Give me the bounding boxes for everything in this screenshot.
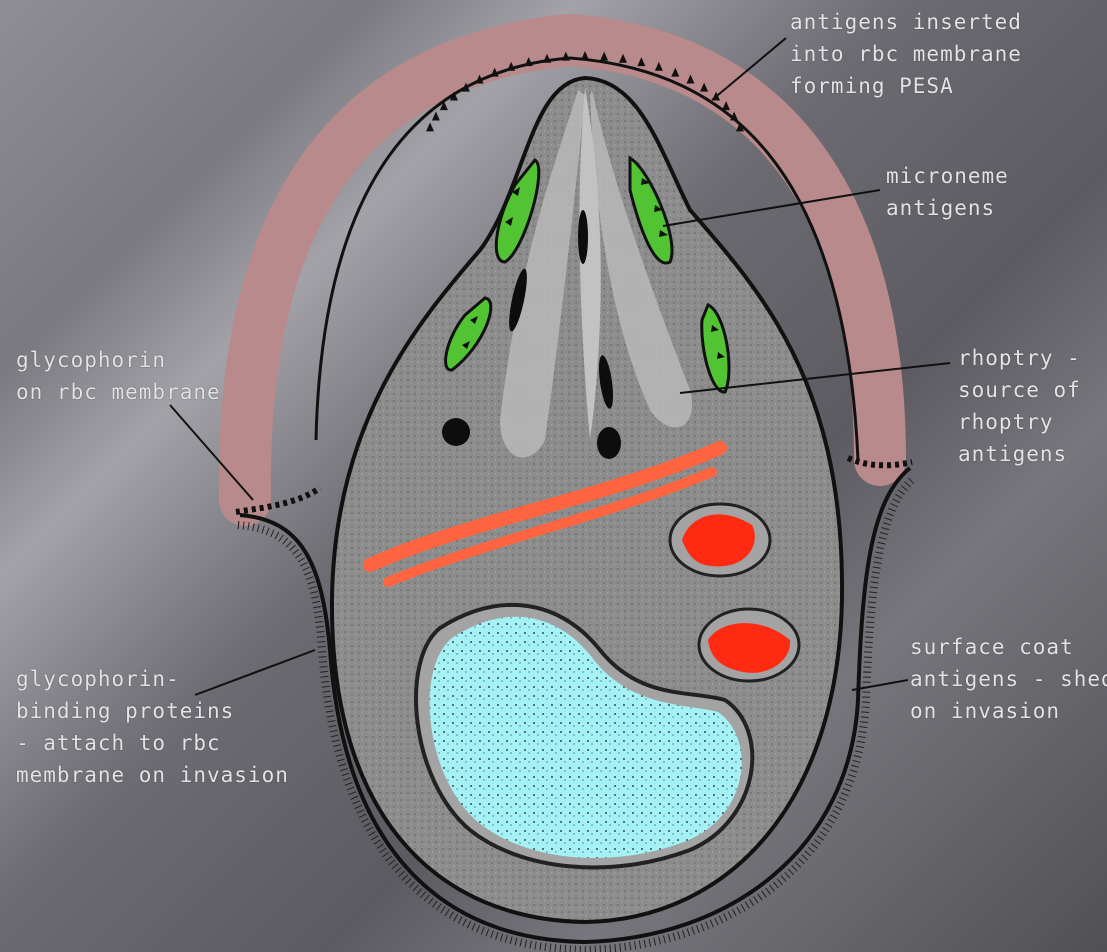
pesa-marker bbox=[432, 112, 440, 121]
label-glycophorin-binding-proteins: glycophorin- binding proteins - attach t… bbox=[16, 663, 289, 791]
label-glycophorin: glycophorin on rbc membrane bbox=[16, 344, 221, 408]
label-line: surface coat bbox=[910, 631, 1107, 663]
pesa-marker bbox=[426, 122, 434, 131]
label-line: membrane on invasion bbox=[16, 759, 289, 791]
label-microneme-antigens: microneme antigens bbox=[886, 160, 1009, 224]
label-line: rhoptry - bbox=[958, 342, 1081, 374]
label-line: antigens - shed bbox=[910, 663, 1107, 695]
label-line: rhoptry bbox=[958, 406, 1081, 438]
label-line: source of bbox=[958, 374, 1081, 406]
label-line: into rbc membrane bbox=[790, 38, 1022, 70]
label-line: antigens bbox=[958, 438, 1081, 470]
label-line: forming PESA bbox=[790, 70, 1022, 102]
label-line: binding proteins bbox=[16, 695, 289, 727]
label-line: - attach to rbc bbox=[16, 727, 289, 759]
label-line: on rbc membrane bbox=[16, 376, 221, 408]
label-line: glycophorin bbox=[16, 344, 221, 376]
label-line: antigens bbox=[886, 192, 1009, 224]
label-pesa-antigens: antigens inserted into rbc membrane form… bbox=[790, 6, 1022, 102]
label-line: microneme bbox=[886, 160, 1009, 192]
label-line: glycophorin- bbox=[16, 663, 289, 695]
label-rhoptry-antigens: rhoptry - source of rhoptry antigens bbox=[958, 342, 1081, 470]
label-surface-coat-antigens: surface coat antigens - shed on invasion bbox=[910, 631, 1107, 727]
label-line: on invasion bbox=[910, 695, 1107, 727]
label-line: antigens inserted bbox=[790, 6, 1022, 38]
